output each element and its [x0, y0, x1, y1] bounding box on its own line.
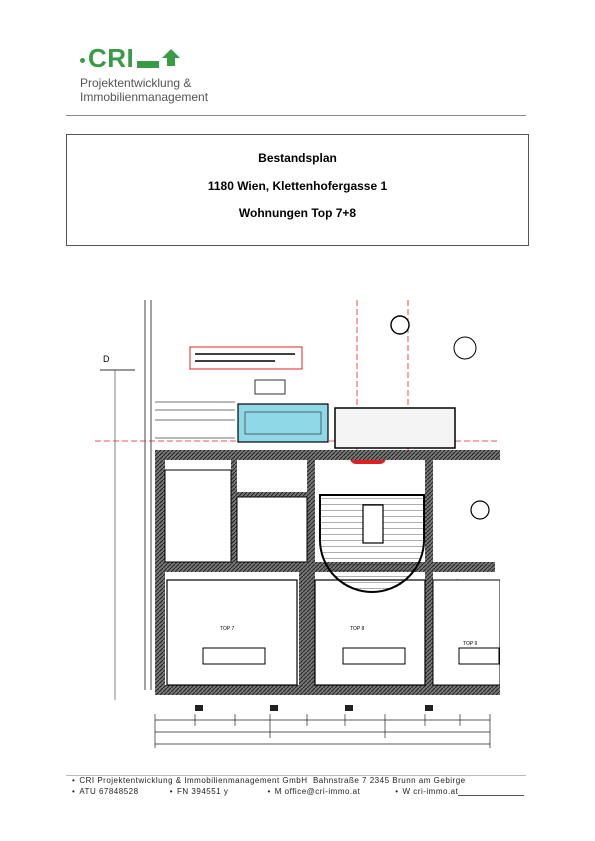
inner-wall [299, 572, 307, 685]
balcony-area [237, 403, 329, 443]
outer-wall [155, 450, 500, 460]
room-label-top9: TOP 9 [463, 641, 477, 647]
footer-underline [458, 795, 524, 796]
outer-wall [155, 685, 500, 695]
dimension-lines-bottom [154, 714, 491, 748]
floor-plan: D TOP 7 TOP 8 TOP 9 [95, 300, 500, 748]
logo-mark: CRI [80, 44, 181, 72]
company-logo: CRI Projektentwicklung & Immobilienmanag… [80, 44, 240, 108]
room-label-top8: TOP 8 [350, 626, 364, 632]
room-label-box [342, 647, 406, 665]
title-box: Bestandsplan 1180 Wien, Klettenhofergass… [66, 134, 529, 246]
footer-line1: •CRI Projektentwicklung & Immobilienmana… [72, 776, 466, 786]
room [164, 469, 232, 563]
logo-bar [137, 60, 160, 68]
footer-bullet: • [72, 787, 76, 796]
inner-wall [155, 562, 495, 572]
inner-wall [307, 460, 315, 685]
logo-tagline: Projektentwicklung & Immobilienmanagemen… [80, 76, 208, 104]
footer-atu: ATU 67848528 [79, 787, 139, 796]
outer-wall [155, 450, 165, 695]
room-label-top7: TOP 7 [220, 626, 234, 632]
inner-wall [237, 492, 307, 497]
room-label-box [458, 647, 500, 665]
inner-wall [425, 460, 433, 685]
column-markers [195, 705, 433, 711]
footer-divider [66, 775, 526, 776]
room [166, 579, 298, 686]
footer-web: W cri-immo.at [402, 787, 459, 796]
document-subtitle: Wohnungen Top 7+8 [238, 206, 357, 220]
footer-bullet: • [72, 776, 76, 785]
plan-symbol [470, 500, 490, 520]
room-label-box [202, 647, 266, 665]
footer-line2: •ATU 67848528 •FN 394551 y •M office@cri… [72, 787, 458, 797]
footer-bullet: • [267, 787, 271, 796]
dimension-ticks [155, 401, 235, 439]
room [236, 496, 308, 563]
header-divider [66, 115, 526, 116]
room [314, 579, 426, 686]
plan-note-box [189, 346, 303, 370]
footer-bullet: • [395, 787, 399, 796]
inner-wall [231, 460, 237, 562]
house-icon [162, 49, 181, 66]
section-marker: D [103, 354, 110, 364]
logo-dot [80, 57, 85, 63]
logo-tagline-line2: Immobilienmanagement [80, 90, 209, 104]
footer-fn: FN 394551 y [177, 787, 229, 796]
plan-note-box [254, 379, 286, 395]
footer-address: Bahnstraße 7 2345 Brunn am Gebirge [312, 776, 466, 785]
logo-brand: CRI [88, 43, 135, 73]
upper-structure [334, 407, 456, 449]
document-address: 1180 Wien, Klettenhofergasse 1 [207, 179, 388, 193]
balcony-inner [244, 411, 322, 435]
plan-symbol [390, 315, 410, 335]
plan-symbol [453, 336, 477, 360]
logo-tagline-line1: Projektentwicklung & [80, 76, 192, 90]
footer-bullet: • [169, 787, 174, 796]
room [432, 579, 500, 686]
stair-well [362, 504, 384, 544]
footer-company: CRI Projektentwicklung & Immobilienmanag… [79, 776, 308, 785]
footer-mail: M office@cri-immo.at [274, 787, 361, 796]
document-title: Bestandsplan [258, 151, 337, 165]
